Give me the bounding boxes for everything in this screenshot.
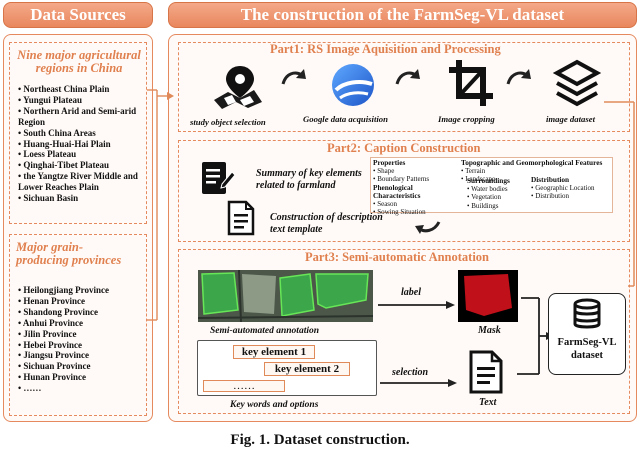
regions-title: Nine major agricultural regions in China (17, 48, 141, 75)
region-item: • Sichuan Basin (18, 193, 79, 204)
keyword-chip: key element 2 (264, 362, 350, 376)
region-item: • Northeast China Plain (18, 84, 110, 94)
province-item: • Sichuan Province (18, 361, 91, 372)
province-item: • Hebei Province (18, 339, 82, 350)
keywords-caption: Key words and options (230, 400, 319, 410)
keyword-chip: key element 1 (233, 345, 315, 359)
region-item: • South China Areas (18, 127, 96, 138)
google-earth-icon (332, 64, 374, 106)
table-col-surroundings: Surroundings • Water bodies • Vegetation… (467, 176, 510, 210)
arrow-icon (415, 221, 441, 234)
keyword-chip: …… (203, 380, 285, 392)
label-text: label (401, 287, 421, 298)
step-image-dataset: image dataset (546, 114, 595, 124)
province-item: • Hunan Province (18, 372, 86, 383)
figure-caption: Fig. 1. Dataset construction. (230, 432, 410, 448)
region-item: • Huang-Huai-Hai Plain (18, 138, 111, 149)
province-item: • Jilin Province (18, 328, 77, 339)
province-item: • …… (18, 383, 42, 394)
data-sources-header: Data Sources (3, 2, 153, 28)
farmseg-dataset-label: FarmSeg-VL dataset (557, 337, 617, 361)
semi-annotation-caption: Semi-automated annotation (210, 326, 320, 336)
mask-caption: Mask (478, 325, 501, 336)
summary-key-elements: Summary of key elements related to farml… (256, 168, 362, 191)
data-sources-header-label: Data Sources (30, 5, 126, 24)
construction-header-label: The construction of the FarmSeg-VL datas… (240, 5, 565, 24)
regions-list: • Northeast China Plain • Yungui Plateau… (18, 84, 144, 204)
step-study-object: study object selection (190, 117, 266, 127)
table-col-properties: Properties • Shape • Boundary Patterns P… (373, 158, 430, 217)
label-arrow (378, 301, 455, 309)
source-connector (147, 89, 174, 321)
text-template-icon (227, 200, 255, 236)
document-edit-icon (202, 162, 236, 194)
arrow-icon (395, 69, 420, 85)
step-image-cropping: Image cropping (438, 114, 495, 124)
province-item: • Anhui Province (18, 317, 83, 328)
crop-icon (449, 60, 493, 106)
regions-box (9, 42, 147, 224)
province-item: • Jiangsu Province (18, 350, 89, 361)
selection-text: selection (392, 367, 429, 378)
provinces-title: Major grain-producing provinces (16, 240, 122, 267)
table-col-distribution: Distribution • Geographic Location • Dis… (531, 175, 595, 201)
region-item: • Loess Plateau (18, 149, 77, 160)
arrow-icon (281, 69, 306, 85)
region-item: • Qinghai-Tibet Plateau (18, 160, 109, 171)
region-item: • the Yangtze River Middle and Lower Rea… (18, 171, 138, 193)
text-document-icon (469, 350, 503, 394)
arrow-icon (506, 69, 531, 85)
step-google-data: Google data acquisition (303, 114, 388, 124)
provinces-box (9, 234, 147, 416)
construction-text-template: Construction of description text templat… (270, 212, 383, 235)
part1-title: Part1: RS Image Aquisition and Processin… (270, 42, 501, 56)
construction-header: The construction of the FarmSeg-VL datas… (168, 2, 637, 28)
part2-title: Part2: Caption Construction (327, 141, 481, 155)
province-item: • Shandong Province (18, 306, 99, 317)
part1-box (178, 42, 630, 132)
province-item: • Henan Province (18, 295, 85, 306)
map-pin-icon (214, 66, 262, 109)
text-caption: Text (479, 397, 497, 408)
satellite-image (198, 270, 373, 322)
layers-icon (553, 59, 601, 107)
provinces-list: • Heilongjiang Province • Henan Province… (18, 285, 144, 394)
selection-arrow (380, 379, 457, 387)
database-icon (573, 298, 601, 329)
region-item: • Northern Arid and Semi-arid Region (18, 105, 137, 127)
region-item: • Yungui Plateau (18, 94, 83, 105)
part3-title: Part3: Semi-automatic Annotation (305, 250, 490, 264)
table-col-topography: Topographic and Geomorphological Feature… (461, 158, 603, 184)
mask-image (458, 270, 518, 322)
elements-table (370, 157, 613, 213)
dataset-flow-connector (604, 101, 635, 287)
province-item: • Heilongjiang Province (18, 285, 109, 295)
